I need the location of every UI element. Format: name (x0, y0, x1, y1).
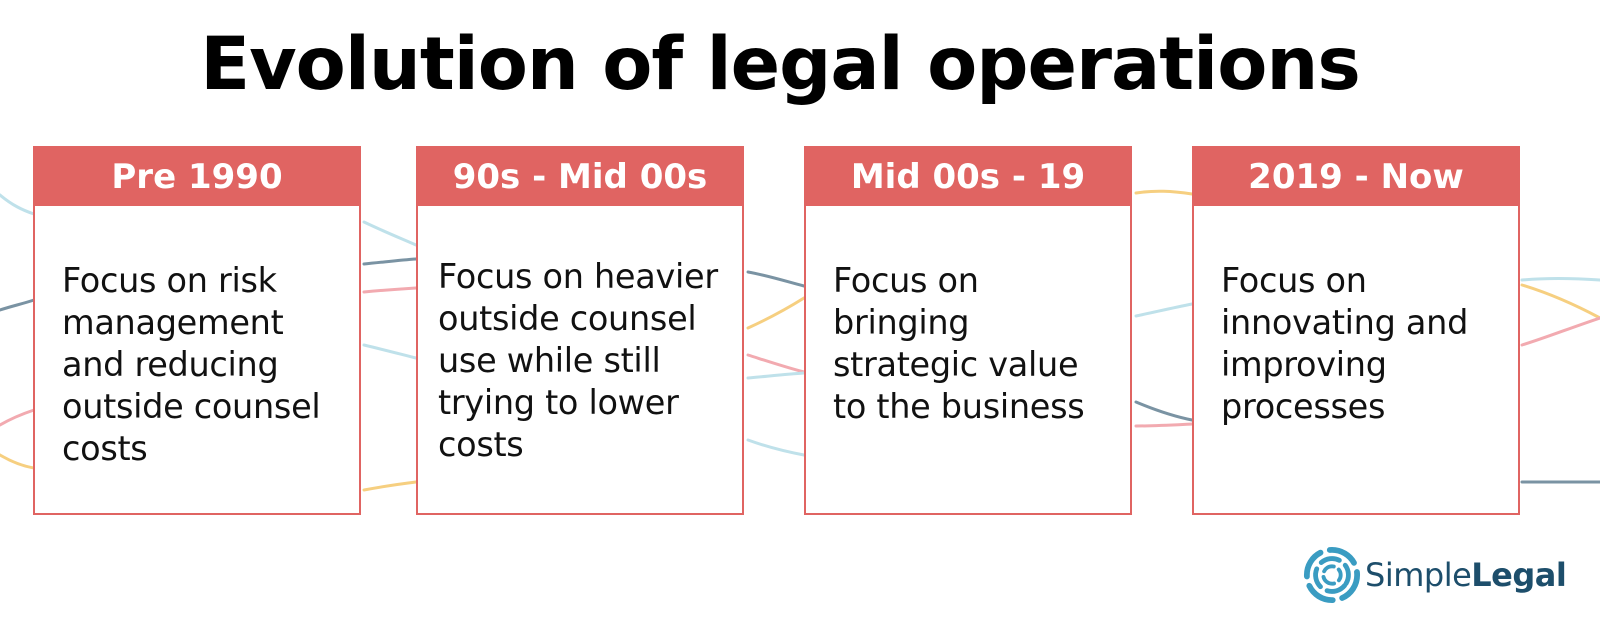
page-title: Evolution of legal operations (200, 22, 1361, 107)
period-label: Pre 1990 (35, 148, 359, 206)
period-description: Focus on risk management and reducing ou… (62, 261, 321, 468)
logo-wordmark: SimpleLegal (1365, 556, 1567, 594)
period-label: 90s - Mid 00s (418, 148, 742, 206)
period-description: Focus on innovating and improving proces… (1221, 261, 1469, 426)
period-description: Focus on heavier outside counsel use whi… (438, 257, 718, 464)
swirl-logo-icon (1303, 546, 1361, 604)
period-label: Mid 00s - 19 (806, 148, 1130, 206)
period-label: 2019 - Now (1194, 148, 1518, 206)
timeline-card-pre-1990: Pre 1990 Focus on risk management and re… (33, 146, 361, 515)
timeline-card-mid-00s-19: Mid 00s - 19 Focus on bringing strategic… (804, 146, 1132, 515)
period-description: Focus on bringing strategic value to the… (833, 261, 1085, 426)
timeline-card-90s-mid-00s: 90s - Mid 00s Focus on heavier outside c… (416, 146, 744, 515)
simplelegal-logo: SimpleLegal (1303, 545, 1567, 605)
timeline-card-2019-now: 2019 - Now Focus on innovating and impro… (1192, 146, 1520, 515)
